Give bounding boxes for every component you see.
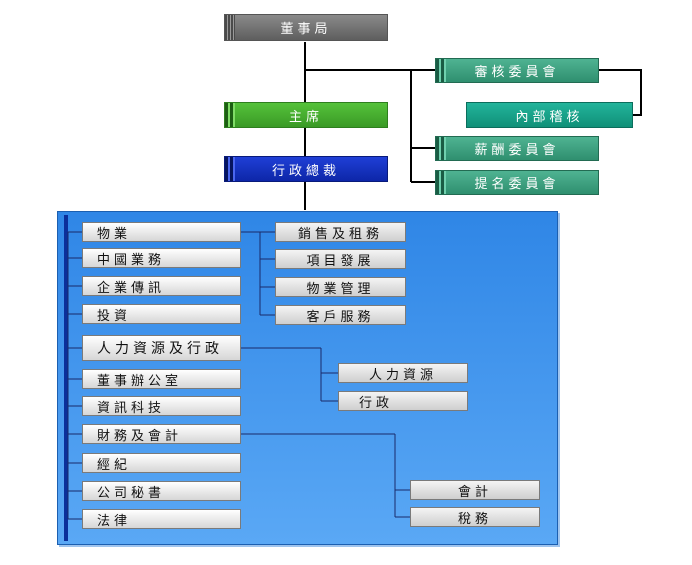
dept-finance: 財務及會計	[82, 424, 241, 444]
unit-label: 銷售及租務	[297, 226, 383, 242]
dept-label: 公司秘書	[97, 485, 166, 501]
unit-label: 物業管理	[306, 281, 375, 297]
dept-directors-office: 董事辦公室	[82, 369, 241, 389]
panel-strip	[64, 215, 68, 541]
dept-company-secretary: 公司秘書	[82, 481, 241, 501]
board-label: 董事局	[280, 22, 332, 37]
audit-committee-box: 審核委員會	[435, 58, 599, 83]
unit-label: 項目發展	[306, 253, 375, 269]
internal-audit-box: 內部稽核	[466, 102, 633, 128]
remuneration-committee-box: 薪酬委員會	[435, 136, 599, 161]
internal-audit-label: 內部稽核	[515, 109, 584, 125]
remuneration-committee-label: 薪酬委員會	[474, 143, 560, 158]
unit-accounting: 會計	[410, 480, 540, 500]
unit-label: 會計	[457, 484, 492, 500]
dept-legal: 法律	[82, 509, 241, 529]
board-box: 董事局	[224, 14, 388, 41]
ceo-box: 行政總裁	[224, 156, 388, 182]
audit-committee-label: 審核委員會	[474, 65, 560, 80]
dept-it: 資訊科技	[82, 396, 241, 416]
dept-label: 中國業務	[97, 252, 166, 268]
nomination-committee-box: 提名委員會	[435, 170, 599, 195]
dept-label: 董事辦公室	[97, 373, 183, 389]
dept-label: 企業傳訊	[97, 280, 166, 296]
dept-china-business: 中國業務	[82, 248, 241, 268]
dept-label: 物業	[97, 226, 132, 242]
dept-investment: 投資	[82, 304, 241, 324]
unit-project-development: 項目發展	[275, 249, 406, 269]
dept-label: 財務及會計	[97, 428, 183, 444]
unit-label: 人力資源	[368, 367, 437, 383]
unit-human-resources: 人力資源	[338, 363, 468, 383]
unit-label: 行政	[359, 395, 394, 411]
unit-label: 客戶服務	[306, 309, 375, 325]
unit-taxation: 稅務	[410, 507, 540, 527]
dept-label: 投資	[97, 308, 132, 324]
dept-brokerage: 經紀	[82, 453, 241, 473]
dept-corporate-comms: 企業傳訊	[82, 276, 241, 296]
chairman-label: 主席	[288, 109, 323, 125]
dept-label: 資訊科技	[97, 400, 166, 416]
dept-label: 經紀	[97, 457, 132, 473]
nomination-committee-label: 提名委員會	[474, 177, 560, 192]
unit-label: 稅務	[457, 511, 492, 527]
dept-label: 法律	[97, 513, 132, 529]
dept-property: 物業	[82, 222, 241, 242]
unit-property-management: 物業管理	[275, 277, 406, 297]
ceo-label: 行政總裁	[271, 163, 340, 179]
chairman-box: 主席	[224, 102, 388, 128]
unit-sales-leasing: 銷售及租務	[275, 222, 406, 242]
dept-label: 人力資源及行政	[97, 341, 223, 357]
unit-administration: 行政	[338, 391, 468, 411]
unit-customer-service: 客戶服務	[275, 305, 406, 325]
dept-hr-admin: 人力資源及行政	[82, 335, 241, 361]
